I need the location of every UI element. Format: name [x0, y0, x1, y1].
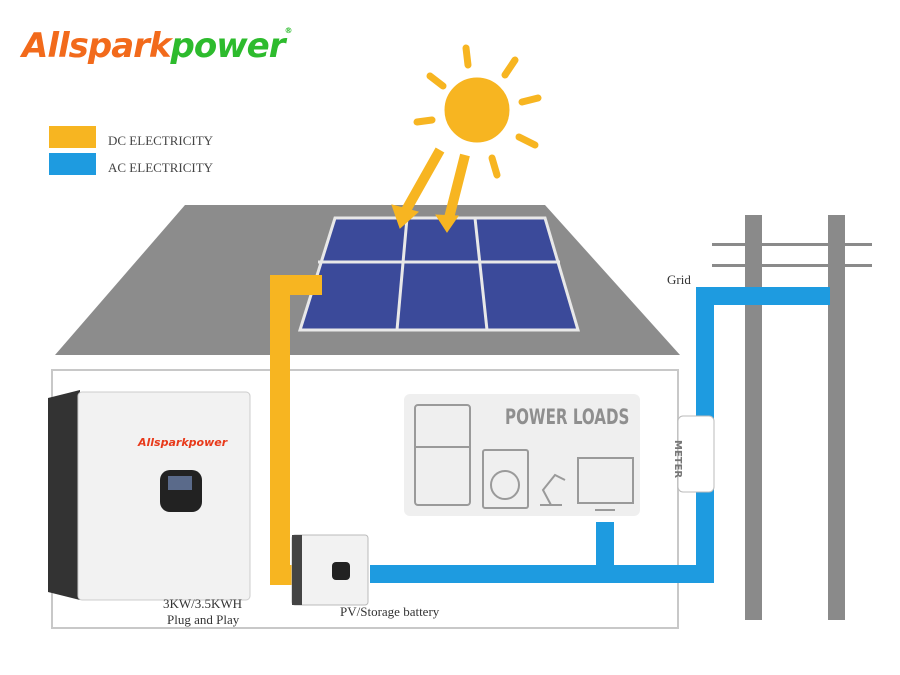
pv-storage-label: PV/Storage battery — [340, 604, 440, 619]
legend-dc-label: DC ELECTRICITY — [108, 133, 214, 148]
legend-swatch-ac — [49, 153, 96, 175]
meter-label: METER — [672, 440, 683, 479]
logo-part2: power — [170, 26, 286, 66]
appliance-icons — [414, 404, 634, 511]
legend-swatch-dc — [49, 126, 96, 148]
product-capacity: 3KW/3.5KWH — [163, 596, 243, 611]
device-brand-text: Allsparkpower — [138, 436, 228, 449]
dc-flow-path — [270, 275, 322, 585]
power-poles — [712, 215, 872, 620]
main-inverter-unit — [48, 390, 251, 601]
registered-mark: ® — [284, 26, 292, 35]
washer-icon — [482, 449, 529, 509]
sunlight-arrow — [400, 147, 470, 224]
meter-box — [677, 415, 715, 493]
pv-storage-unit — [291, 534, 369, 606]
fridge-icon — [414, 404, 471, 506]
tv-icon — [577, 457, 634, 504]
lamp-icon — [540, 473, 566, 506]
legend-ac-label: AC ELECTRICITY — [108, 160, 214, 175]
power-loads-title: POWER LOADS — [505, 405, 630, 429]
grid-label: Grid — [667, 272, 691, 287]
power-loads-panel — [404, 394, 640, 516]
solar-panels — [297, 216, 581, 332]
brand-logo: Allsparkpower® — [22, 26, 292, 66]
sun-icon — [391, 44, 542, 233]
logo-part1: Allspark — [22, 26, 172, 66]
product-tagline: Plug and Play — [167, 612, 240, 627]
device-brand: Allsparkpower — [138, 436, 227, 449]
